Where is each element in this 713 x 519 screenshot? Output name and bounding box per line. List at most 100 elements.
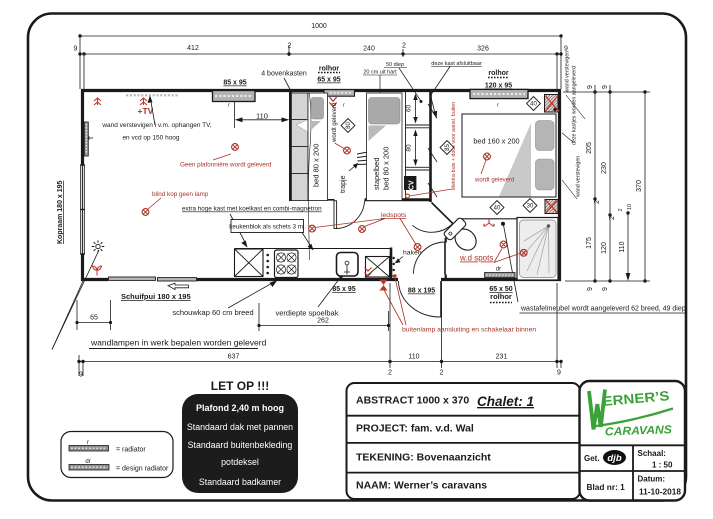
svg-text:trapje: trapje bbox=[340, 175, 347, 193]
svg-text:120 x 95: 120 x 95 bbox=[485, 83, 512, 90]
svg-text:Chalet: 1: Chalet: 1 bbox=[477, 394, 534, 409]
svg-text:dr: dr bbox=[496, 267, 501, 273]
svg-text:9: 9 bbox=[587, 85, 594, 89]
svg-text:9: 9 bbox=[602, 85, 609, 89]
svg-text:en vcd op 150 hoog: en vcd op 150 hoog bbox=[122, 135, 179, 142]
svg-text:rolhor: rolhor bbox=[490, 292, 512, 301]
svg-text:60: 60 bbox=[406, 105, 413, 113]
svg-text:637: 637 bbox=[228, 354, 240, 361]
svg-text:schouwkap 60 cm breed: schouwkap 60 cm breed bbox=[172, 308, 253, 317]
svg-text:240: 240 bbox=[363, 46, 375, 53]
svg-text:80: 80 bbox=[406, 144, 413, 152]
svg-text:wandlampen in werk bepalen wor: wandlampen in werk bepalen worden geleve… bbox=[90, 338, 267, 348]
svg-text:verdiepte spoelbak: verdiepte spoelbak bbox=[276, 309, 339, 318]
svg-text:blind kop geen lamp: blind kop geen lamp bbox=[152, 191, 209, 198]
svg-text:bed 80 x 200: bed 80 x 200 bbox=[312, 144, 321, 187]
svg-text:2: 2 bbox=[388, 370, 392, 377]
svg-text:40: 40 bbox=[530, 102, 537, 108]
svg-text:2: 2 bbox=[609, 216, 616, 220]
svg-text:r: r bbox=[228, 103, 230, 109]
svg-text:PROJECT: fam. v.d. Wal: PROJECT: fam. v.d. Wal bbox=[356, 423, 474, 435]
svg-text:4 bovenkasten: 4 bovenkasten bbox=[261, 71, 307, 78]
svg-text:CV: CV bbox=[409, 180, 416, 190]
svg-text:2: 2 bbox=[594, 200, 601, 204]
svg-text:2: 2 bbox=[618, 208, 624, 211]
svg-text:88 x 195: 88 x 195 bbox=[408, 288, 435, 295]
svg-text:85: 85 bbox=[445, 144, 451, 151]
svg-text:9: 9 bbox=[602, 287, 609, 291]
svg-text:ERNER’S: ERNER’S bbox=[602, 388, 670, 409]
svg-text:potdeksel: potdeksel bbox=[221, 457, 259, 467]
svg-text:r: r bbox=[343, 103, 345, 109]
svg-text:wand verstevigen i v.m. ophang: wand verstevigen i v.m. ophangen TV, bbox=[101, 122, 212, 129]
svg-text:Schaal:: Schaal: bbox=[638, 449, 666, 458]
svg-text:Datum:: Datum: bbox=[638, 475, 666, 484]
svg-text:Standaard buitenbekleding: Standaard buitenbekleding bbox=[188, 440, 293, 450]
svg-text:9: 9 bbox=[587, 287, 594, 291]
svg-text:wand verstevigen: wand verstevigen bbox=[576, 156, 582, 197]
svg-text:326: 326 bbox=[477, 46, 489, 53]
svg-text:120: 120 bbox=[601, 242, 608, 254]
svg-text:9: 9 bbox=[557, 370, 561, 377]
svg-text:Standaard dak met pannen: Standaard dak met pannen bbox=[187, 422, 293, 432]
svg-text:LET OP !!!: LET OP !!! bbox=[211, 379, 269, 393]
svg-text:Kopraam 180 x 195: Kopraam 180 x 195 bbox=[57, 180, 64, 244]
svg-text:110: 110 bbox=[408, 354, 419, 361]
svg-text:Schuifpui 180 x 195: Schuifpui 180 x 195 bbox=[121, 292, 191, 301]
svg-text:85 x 95: 85 x 95 bbox=[332, 286, 355, 293]
svg-text:haken: haken bbox=[403, 250, 422, 257]
svg-text:r: r bbox=[87, 440, 89, 446]
svg-text:= radiator: = radiator bbox=[116, 447, 146, 454]
svg-text:2: 2 bbox=[440, 370, 444, 377]
svg-text:deze kast afsluitbaar: deze kast afsluitbaar bbox=[431, 61, 482, 67]
svg-text:11-10-2018: 11-10-2018 bbox=[639, 487, 681, 497]
svg-text:w.d spots: w.d spots bbox=[459, 254, 493, 263]
svg-text:Geen plafonnière wordt geleve: Geen plafonnière wordt geleverd bbox=[180, 162, 272, 169]
svg-text:Get.: Get. bbox=[584, 454, 600, 463]
svg-text:wand verstevigen: wand verstevigen bbox=[565, 51, 571, 92]
svg-text:50 diep: 50 diep bbox=[386, 62, 404, 68]
svg-text:40: 40 bbox=[494, 206, 501, 212]
svg-text:djb: djb bbox=[607, 453, 621, 464]
svg-text:rolhor: rolhor bbox=[319, 66, 339, 73]
svg-text:+TV: +TV bbox=[138, 106, 154, 116]
svg-text:65 x 50: 65 x 50 bbox=[489, 286, 512, 293]
svg-text:r: r bbox=[497, 103, 499, 109]
svg-text:TEKENING: Bovenaanzicht: TEKENING: Bovenaanzicht bbox=[356, 452, 491, 464]
svg-text:9: 9 bbox=[564, 46, 568, 53]
svg-text:NAAM: Werner’s caravans: NAAM: Werner’s caravans bbox=[356, 480, 487, 492]
svg-text:9: 9 bbox=[74, 46, 78, 53]
svg-text:dr: dr bbox=[85, 459, 90, 465]
svg-text:20 cm uit hart: 20 cm uit hart bbox=[363, 70, 397, 76]
svg-text:buitenlamp aansluiting en scha: buitenlamp aansluiting en schakelaar bin… bbox=[402, 327, 536, 334]
svg-text:262: 262 bbox=[317, 318, 329, 325]
svg-text:wordt geleverd: wordt geleverd bbox=[474, 178, 514, 184]
svg-text:231: 231 bbox=[496, 354, 508, 361]
svg-text:stapelbed: stapelbed bbox=[372, 157, 381, 190]
svg-text:Standaard badkamer: Standaard badkamer bbox=[199, 477, 281, 487]
svg-text:1 : 50: 1 : 50 bbox=[652, 461, 673, 470]
svg-text:wordt geleverd: wordt geleverd bbox=[332, 103, 338, 143]
svg-text:110: 110 bbox=[619, 241, 626, 252]
svg-text:ABSTRACT 1000 x 370: ABSTRACT 1000 x 370 bbox=[356, 395, 469, 407]
svg-text:2: 2 bbox=[402, 43, 406, 50]
svg-text:205: 205 bbox=[586, 142, 593, 154]
svg-text:110: 110 bbox=[256, 112, 268, 121]
svg-text:80: 80 bbox=[346, 122, 352, 129]
svg-text:keukenblok als schets 3 m.: keukenblok als schets 3 m. bbox=[229, 224, 305, 231]
svg-text:230: 230 bbox=[601, 162, 608, 174]
svg-text:rolhor: rolhor bbox=[488, 70, 508, 77]
svg-text:412: 412 bbox=[187, 45, 199, 52]
svg-text:2: 2 bbox=[288, 43, 292, 50]
svg-text:Plafond 2,40 m hoog: Plafond 2,40 m hoog bbox=[196, 403, 284, 413]
svg-text:bed 80 x 200: bed 80 x 200 bbox=[382, 147, 391, 190]
svg-text:1000: 1000 bbox=[311, 23, 327, 30]
svg-text:CARAVANS: CARAVANS bbox=[605, 424, 673, 438]
svg-text:extra hoge kast met koelkast e: extra hoge kast met koelkast en combi-ma… bbox=[182, 206, 322, 213]
svg-text:10: 10 bbox=[627, 204, 633, 210]
svg-text:bed 160 x 200: bed 160 x 200 bbox=[473, 137, 519, 146]
svg-text:elektra-buis + doos voor aansl: elektra-buis + doos voor aansl. buiten bbox=[451, 102, 457, 190]
svg-text:370: 370 bbox=[636, 180, 643, 192]
svg-text:9: 9 bbox=[79, 372, 83, 379]
svg-text:175: 175 bbox=[586, 237, 593, 249]
